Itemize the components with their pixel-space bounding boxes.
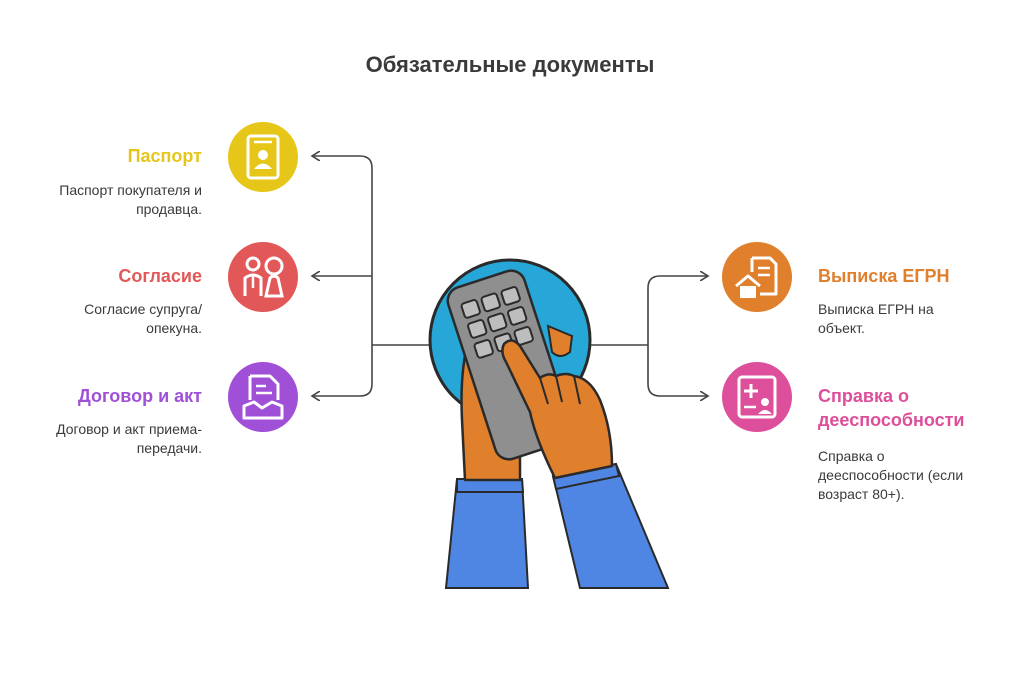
contract-description: Договор и акт приема- передачи. [20,420,202,458]
egrn-description-line: Выписка ЕГРН на [818,301,934,317]
contract-description-line: Договор и акт приема- [56,421,202,437]
capacity-heading-line: дееспособности [818,410,965,430]
connector-to-capacity [647,345,708,396]
handshake-document-icon [228,362,298,432]
passport-icon [228,122,298,192]
egrn-description-line: объект. [818,320,865,336]
left-sleeve [444,478,530,589]
capacity-heading-line: Справка о [818,386,909,406]
consent-description: Согласие супруга/ опекуна. [20,300,202,338]
connector-to-passport [312,156,373,345]
egrn-description: Выписка ЕГРН на объект. [818,300,1008,338]
capacity-heading: Справка о дееспособности [818,384,1008,432]
connector-to-contract [312,345,373,396]
capacity-description-line: Справка о [818,448,885,464]
consent-heading: Согласие [118,266,202,286]
passport-description: Паспорт покупателя и продавца. [20,181,202,219]
contract-heading: Договор и акт [77,386,202,406]
capacity-description: Справка о дееспособности (если возраст 8… [818,447,1008,504]
passport-description-line: продавца. [136,201,202,217]
capacity-description-line: возраст 80+). [818,486,905,502]
right-hand [501,339,614,480]
contract-description-line: передачи. [136,440,202,456]
consent-description-line: опекуна. [146,320,202,336]
connector-to-egrn [647,276,708,345]
right-hand-fingers [539,375,581,405]
passport-heading: Паспорт [127,146,202,166]
consent-description-line: Согласие супруга/ [84,301,202,317]
couple-icon [228,242,298,312]
medical-certificate-icon [722,362,792,432]
diagram-title: Обязательные документы [365,52,655,77]
egrn-heading: Выписка ЕГРН [818,266,950,286]
passport-description-line: Паспорт покупателя и [59,182,202,198]
right-hand-knuckle [546,324,574,357]
capacity-description-line: дееспособности (если [818,467,964,483]
house-document-icon [722,242,792,312]
